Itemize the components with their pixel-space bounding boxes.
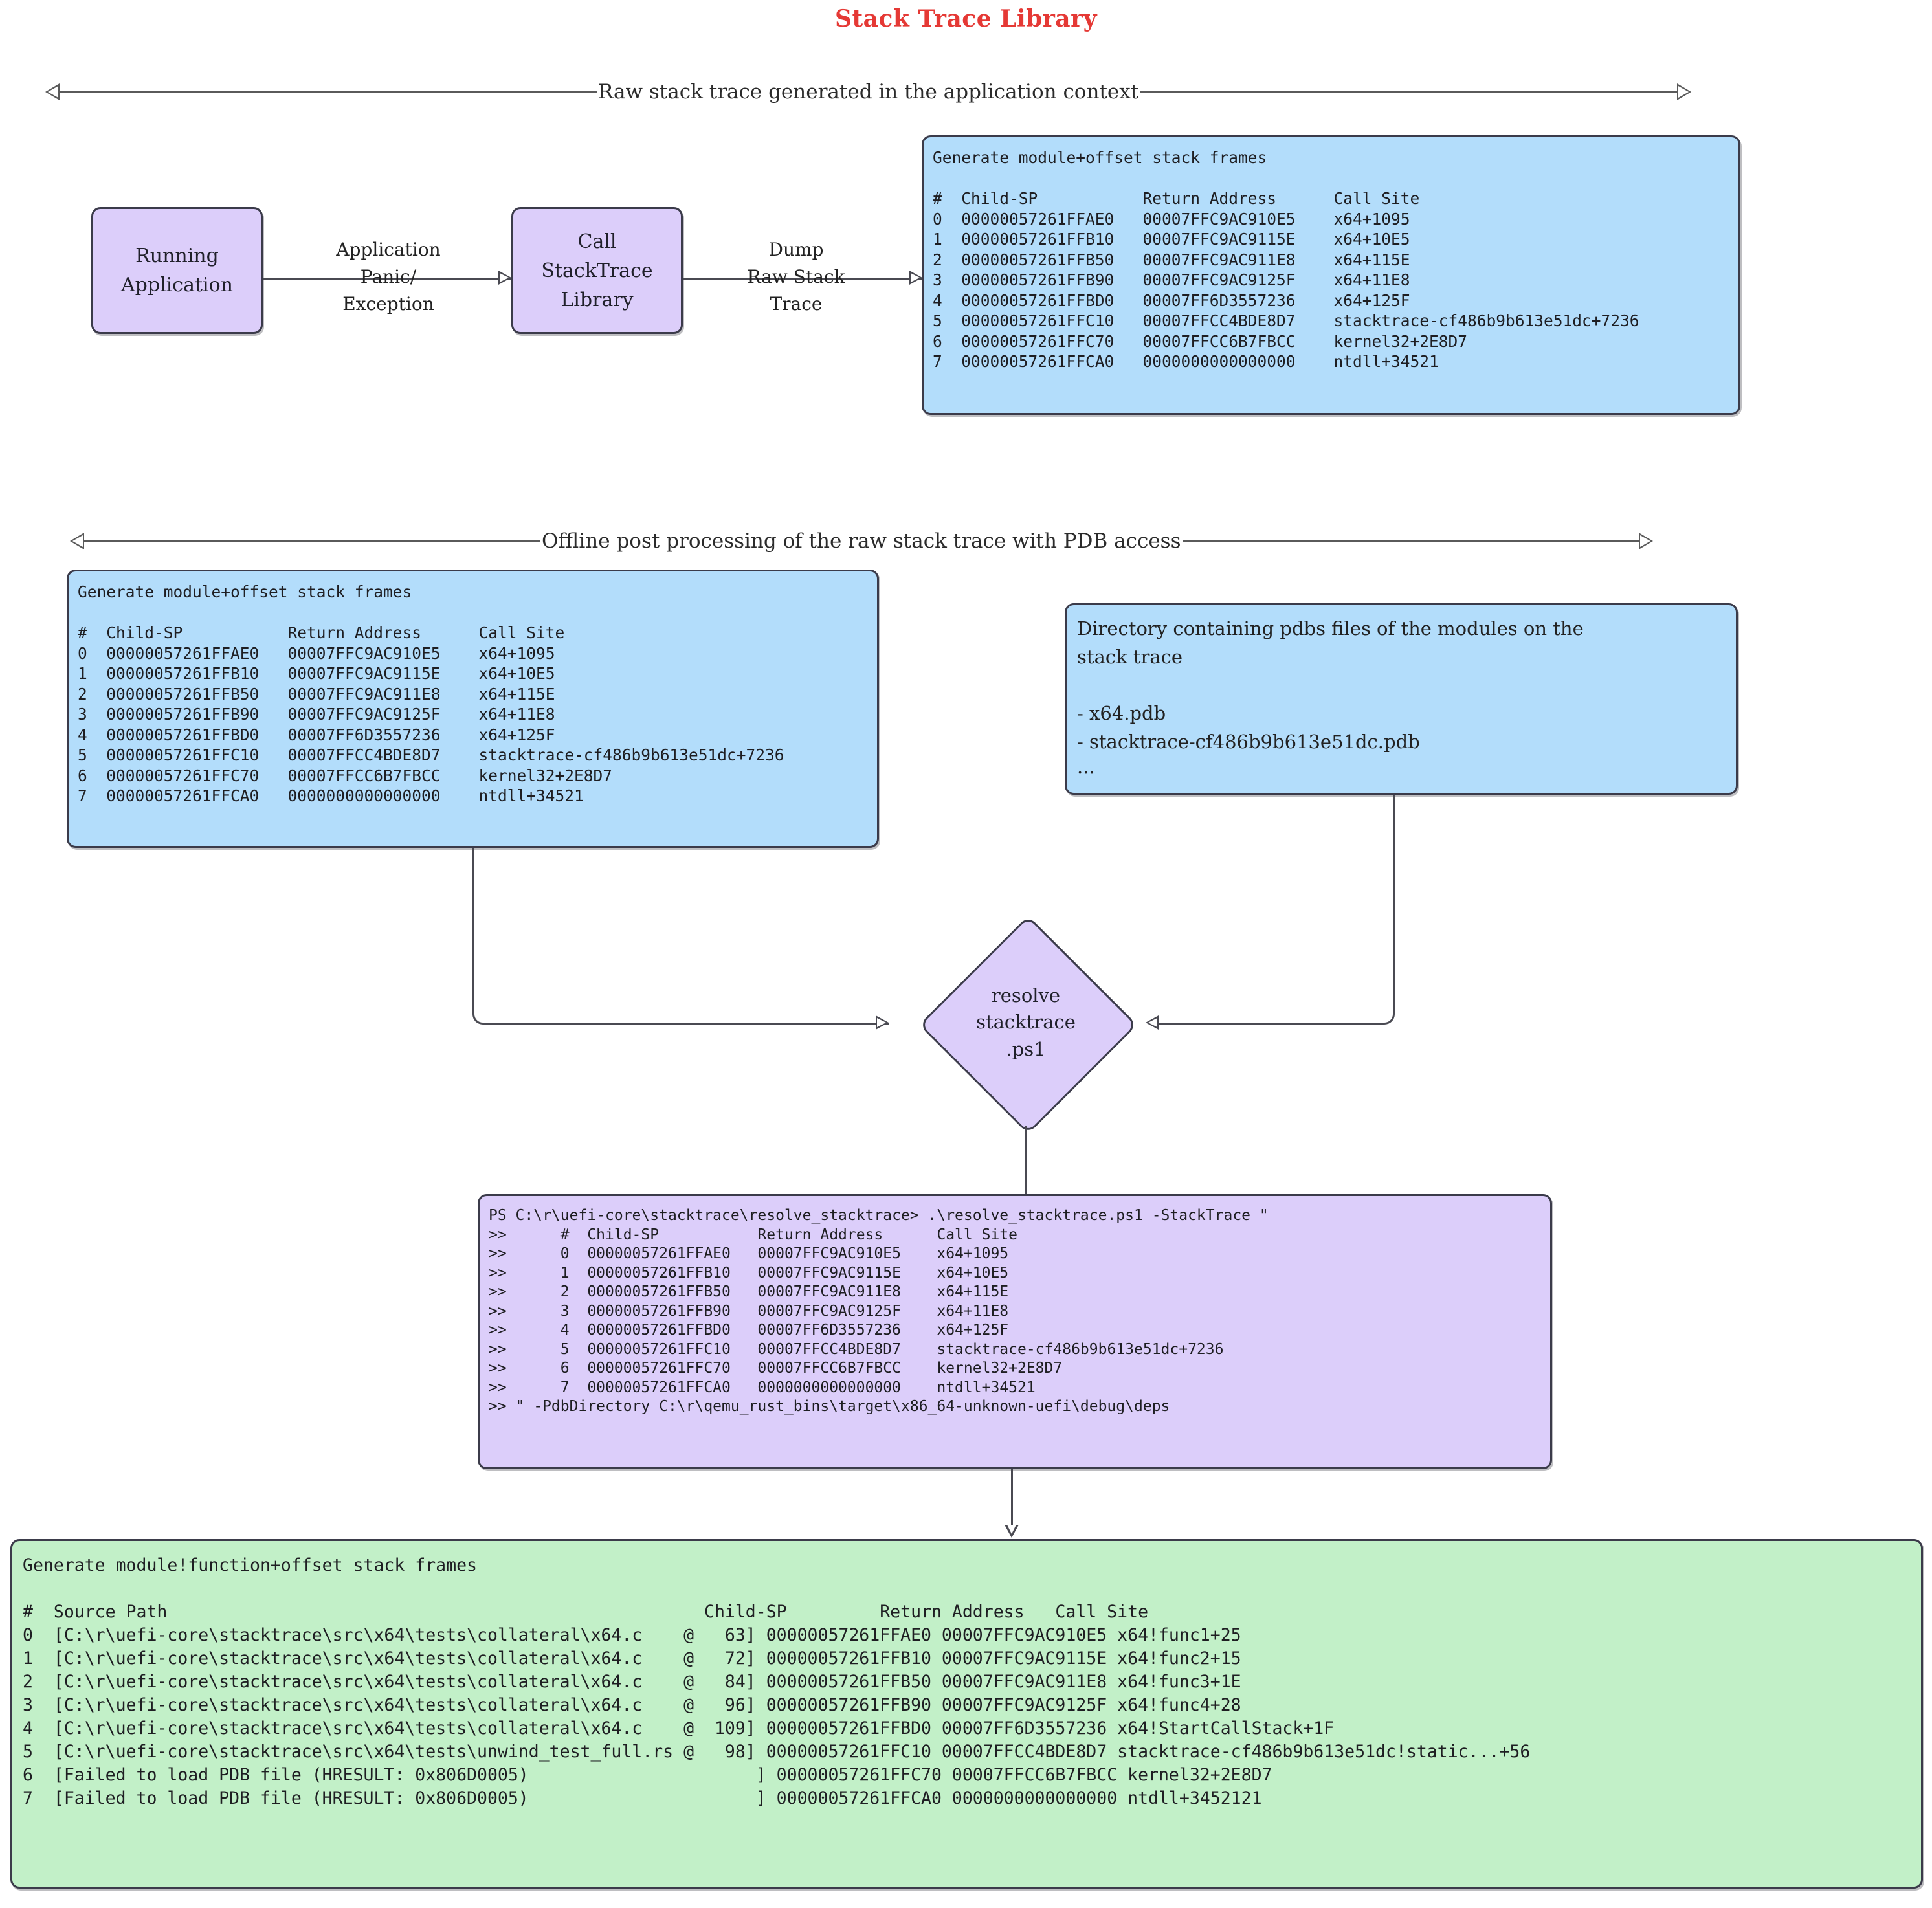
pdb-directory-box[interactable]: Directory containing pdbs files of the m… [1065,603,1738,795]
section-arrow-left-icon [45,83,60,100]
node-running-application[interactable]: Running Application [91,207,263,334]
edge-label-application-panic: Application Panic/ Exception [336,239,441,315]
edge-library-to-raw-arrow-icon [909,271,922,285]
pdb-file-ellipsis: ... [1077,756,1095,779]
raw-stack-trace-input-text: Generate module+offset stack frames # Ch… [78,582,784,805]
edge-raw-input-to-resolve-elbow [472,848,889,1025]
node-line: Library [561,288,634,311]
node-resolve-stacktrace-ps1[interactable]: resolve stacktrace .ps1 [896,915,1155,1134]
edge-ps-to-resolved-line [1011,1469,1013,1527]
edge-raw-input-to-resolve-arrow-icon [876,1015,889,1030]
node-line: StackTrace [541,259,653,282]
section-divider-raw: Raw stack trace generated in the applica… [45,72,1722,111]
powershell-command-box[interactable]: PS C:\r\uefi-core\stacktrace\resolve_sta… [478,1194,1552,1469]
pdb-file-item: - x64.pdb [1077,702,1166,725]
raw-stack-trace-box[interactable]: Generate module+offset stack frames # Ch… [922,135,1740,415]
node-call-stacktrace-library[interactable]: Call StackTrace Library [511,207,683,334]
pdb-file-item: - stacktrace-cf486b9b613e51dc.pdb [1077,730,1420,753]
node-line: Application [121,274,233,296]
pdb-directory-description-line1: Directory containing pdbs files of the m… [1077,617,1584,639]
section-arrow-right-icon-2 [1638,533,1653,549]
edge-ps-to-resolved-arrow-icon [1005,1525,1019,1538]
section-label-offline: Offline post processing of the raw stack… [542,529,1181,553]
node-line: .ps1 [1006,1037,1046,1060]
node-line: Running [135,245,219,267]
raw-stack-trace-input-box[interactable]: Generate module+offset stack frames # Ch… [67,570,879,848]
section-arrow-left-icon-2 [70,533,84,549]
pdb-directory-content: Directory containing pdbs files of the m… [1067,605,1736,779]
node-running-application-label: Running Application [93,209,261,332]
raw-stack-trace-text: Generate module+offset stack frames # Ch… [933,148,1639,371]
edge-resolve-to-ps-line [1025,1126,1027,1197]
node-resolve-stacktrace-label: resolve stacktrace .ps1 [896,916,1155,1129]
section-arrow-right-icon [1677,83,1692,100]
node-line: resolve [991,984,1061,1007]
edge-app-to-library-line [263,278,511,280]
section-divider-offline: Offline post processing of the raw stack… [70,522,1727,560]
resolved-stack-frames-box[interactable]: Generate module!function+offset stack fr… [10,1539,1923,1889]
edge-pdb-to-resolve-elbow [1159,795,1395,1025]
page-title: Stack Trace Library [834,5,1097,32]
edge-app-to-library-arrow-icon [498,271,511,285]
node-call-stacktrace-library-label: Call StackTrace Library [513,209,681,332]
node-line: stacktrace [976,1011,1076,1034]
section-label-raw: Raw stack trace generated in the applica… [598,80,1139,104]
resolved-stack-frames-text: Generate module!function+offset stack fr… [23,1555,1531,1808]
edge-label-dump-raw-stack-trace: Dump Raw Stack Trace [747,239,845,315]
node-line: Call [577,230,617,253]
edge-library-to-raw-line [683,278,922,280]
powershell-command-text: PS C:\r\uefi-core\stacktrace\resolve_sta… [489,1207,1269,1415]
pdb-directory-description-line2: stack trace [1077,646,1183,669]
edge-pdb-to-resolve-arrow-icon [1146,1015,1159,1030]
